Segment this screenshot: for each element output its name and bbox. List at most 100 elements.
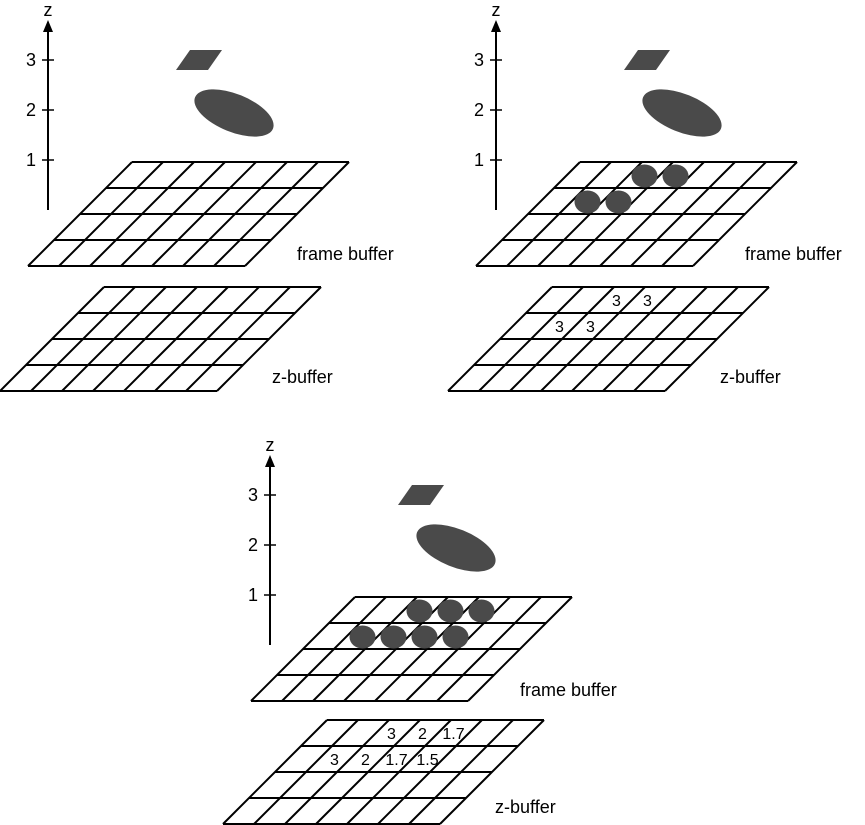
z-buffer-label: z-buffer xyxy=(720,367,781,387)
grid-column-line xyxy=(151,161,257,267)
grid-column-line xyxy=(123,286,229,392)
frame-buffer-pixel xyxy=(574,190,601,214)
grid-column-line xyxy=(436,596,542,702)
z-buffer-grid xyxy=(0,286,322,392)
grid-column-line xyxy=(506,161,612,267)
panel-1: z 1 2 3 frame buffer z-buffer xyxy=(0,0,394,392)
grid-column-line xyxy=(509,286,615,392)
grid-column-line xyxy=(284,719,390,825)
grid-column-line xyxy=(213,161,319,267)
rhombus-shape xyxy=(624,50,670,70)
z-tick-label: 1 xyxy=(474,150,484,170)
z-axis: z 1 2 3 xyxy=(248,435,276,645)
grid-column-line xyxy=(185,286,291,392)
grid-column-line xyxy=(478,286,584,392)
grid-column-line xyxy=(89,161,195,267)
frame-buffer-pixel xyxy=(349,625,376,649)
z-buffer-value: 3 xyxy=(643,293,652,310)
frame-buffer-pixel xyxy=(468,599,495,623)
z-axis-arrowhead xyxy=(265,455,275,467)
z-buffer-label: z-buffer xyxy=(272,367,333,387)
z-tick-label: 3 xyxy=(26,50,36,70)
grid-column-line xyxy=(537,161,643,267)
z-tick-label: 3 xyxy=(474,50,484,70)
z-tick-label: 2 xyxy=(26,100,36,120)
grid-column-line xyxy=(475,161,581,267)
z-tick-label: 3 xyxy=(248,485,258,505)
z-buffer-value: 2 xyxy=(361,752,370,769)
z-axis-label: z xyxy=(44,0,53,20)
grid-column-line xyxy=(30,286,136,392)
frame-buffer-grid xyxy=(27,161,350,267)
ellipse-shape xyxy=(642,89,722,137)
z-buffer-label: z-buffer xyxy=(495,797,556,817)
z-axis-label: z xyxy=(266,435,275,455)
grid-column-line xyxy=(216,286,322,392)
grid-column-line xyxy=(244,161,350,267)
z-axis: z 1 2 3 xyxy=(474,0,502,210)
z-buffer-value: 3 xyxy=(612,293,621,310)
z-buffer-value: 3 xyxy=(555,319,564,336)
rhombus-shape xyxy=(398,485,444,505)
frame-buffer-pixel xyxy=(411,625,438,649)
grid-column-line xyxy=(540,286,646,392)
grid-column-line xyxy=(92,286,198,392)
frame-buffer-pixel xyxy=(662,164,689,188)
grid-column-line xyxy=(439,719,545,825)
frame-buffer-pixel xyxy=(437,599,464,623)
grid-column-line xyxy=(633,286,739,392)
z-buffer-value: 2 xyxy=(418,726,427,743)
z-axis-arrowhead xyxy=(43,20,53,32)
z-buffer-value: 3 xyxy=(387,726,396,743)
z-axis: z 1 2 3 xyxy=(26,0,54,210)
grid-column-line xyxy=(630,161,736,267)
z-tick-label: 2 xyxy=(474,100,484,120)
grid-column-line xyxy=(571,286,677,392)
frame-buffer-grid xyxy=(250,596,573,702)
z-tick-label: 1 xyxy=(26,150,36,170)
grid-column-line xyxy=(253,719,359,825)
z-buffer-value: 1.7 xyxy=(385,752,407,769)
ellipse-shape xyxy=(194,89,274,137)
grid-column-line xyxy=(692,161,798,267)
grid-column-line xyxy=(222,719,328,825)
grid-column-line xyxy=(312,596,418,702)
z-axis-label: z xyxy=(492,0,501,20)
grid-column-line xyxy=(27,161,133,267)
frame-buffer-pixel xyxy=(380,625,407,649)
grid-column-line xyxy=(58,161,164,267)
grid-column-line xyxy=(154,286,260,392)
grid-column-line xyxy=(0,286,105,392)
grid-column-line xyxy=(182,161,288,267)
grid-column-line xyxy=(664,286,770,392)
grid-column-line xyxy=(447,286,553,392)
grid-column-line xyxy=(661,161,767,267)
z-buffer-value: 3 xyxy=(586,319,595,336)
frame-buffer-label: frame buffer xyxy=(520,680,617,700)
grid-column-line xyxy=(281,596,387,702)
ellipse-shape xyxy=(416,524,496,572)
frame-buffer-pixel xyxy=(406,599,433,623)
grid-column-line xyxy=(250,596,356,702)
z-tick-label: 1 xyxy=(248,585,258,605)
frame-buffer-grid xyxy=(475,161,798,267)
grid-column-line xyxy=(467,596,573,702)
grid-column-line xyxy=(408,719,514,825)
grid-column-line xyxy=(120,161,226,267)
frame-buffer-pixel xyxy=(631,164,658,188)
rhombus-shape xyxy=(176,50,222,70)
grid-column-line xyxy=(346,719,452,825)
frame-buffer-label: frame buffer xyxy=(297,244,394,264)
grid-column-line xyxy=(602,286,708,392)
z-buffer-value: 1.7 xyxy=(442,726,464,743)
frame-buffer-pixel xyxy=(442,625,469,649)
z-buffer-value: 1.5 xyxy=(416,752,438,769)
frame-buffer-label: frame buffer xyxy=(745,244,842,264)
z-tick-label: 2 xyxy=(248,535,258,555)
grid-column-line xyxy=(377,719,483,825)
grid-column-line xyxy=(315,719,421,825)
